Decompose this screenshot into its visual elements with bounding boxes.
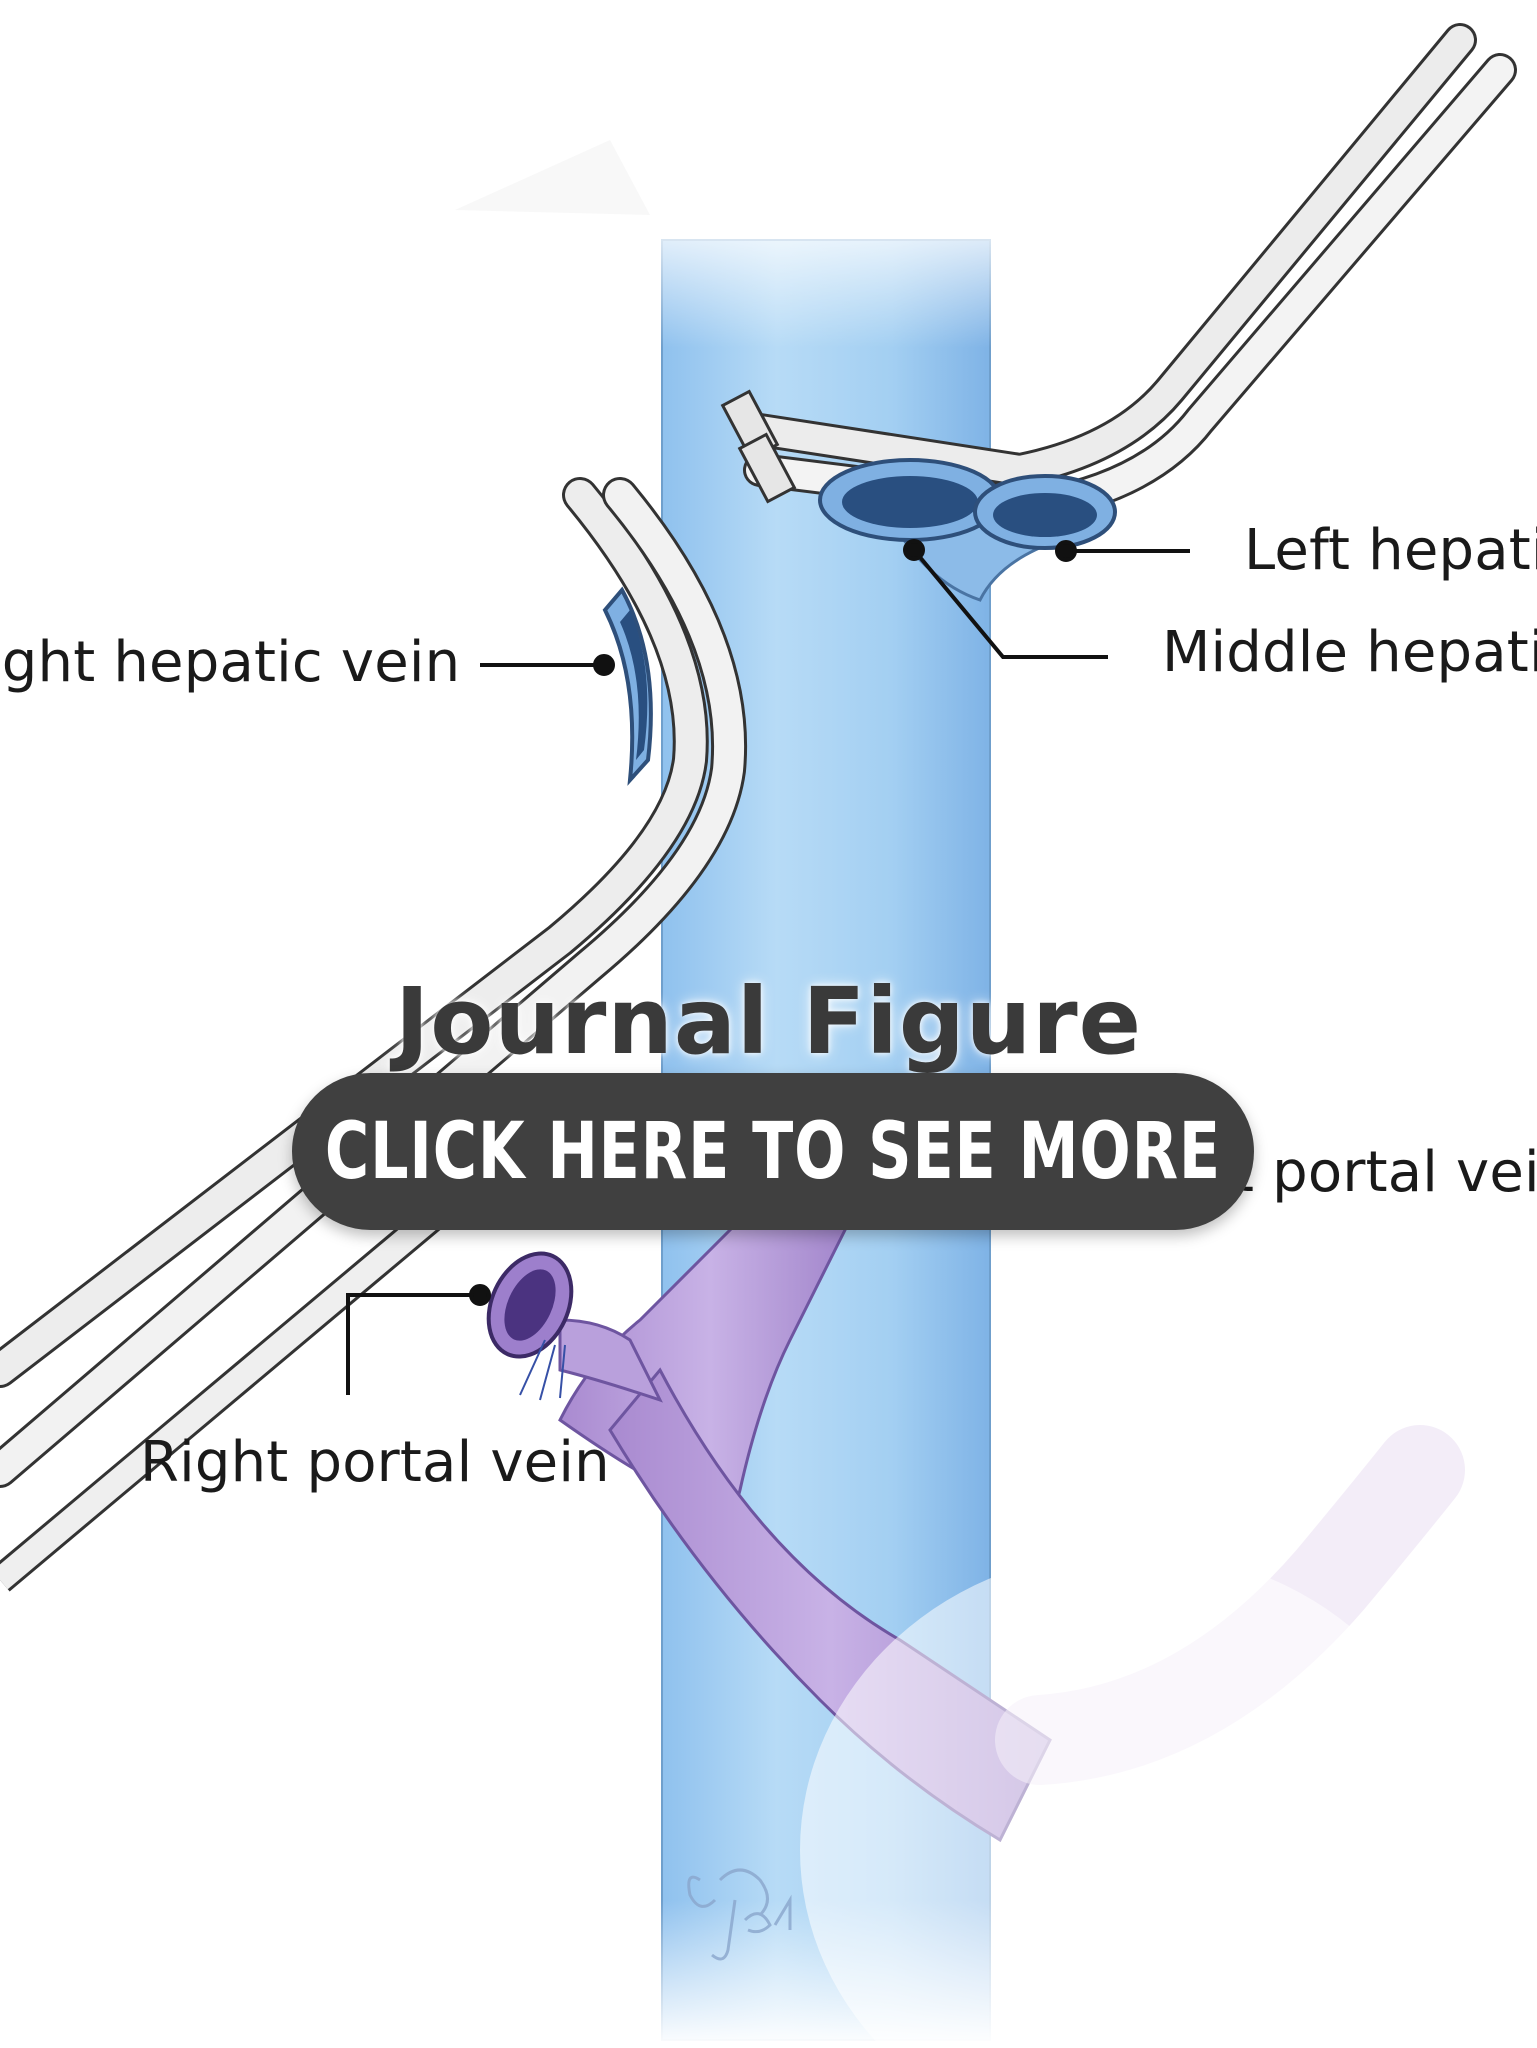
label-left-hepatic: Left hepatic <box>1244 518 1537 583</box>
see-more-button[interactable]: CLICK HERE TO SEE MORE <box>292 1073 1254 1230</box>
overlay-title: Journal Figure <box>395 968 1142 1075</box>
label-middle-hepatic: Middle hepatic <box>1162 620 1537 685</box>
label-left-portal: t portal vein <box>1232 1140 1537 1205</box>
artist-signature-logo <box>687 1868 792 1961</box>
label-right-portal: Right portal vein <box>140 1430 610 1495</box>
right-hepatic-clamp <box>0 477 748 1592</box>
portal-vein <box>486 1198 1465 2048</box>
label-right-hepatic: ight hepatic vein <box>0 630 461 695</box>
see-more-button-label: CLICK HERE TO SEE MORE <box>324 1106 1222 1197</box>
leader-lines <box>346 539 1190 1395</box>
